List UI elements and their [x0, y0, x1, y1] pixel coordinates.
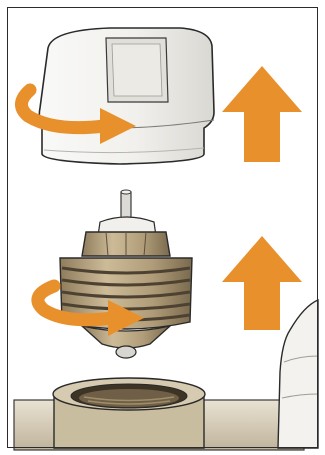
up-arrow-icon: [222, 236, 302, 330]
thermostat-cap: [39, 28, 214, 164]
installed-thermostat: [278, 300, 318, 448]
valve-insert: [60, 190, 192, 358]
up-arrow-icon: [222, 66, 302, 162]
valve-body: [14, 378, 304, 450]
